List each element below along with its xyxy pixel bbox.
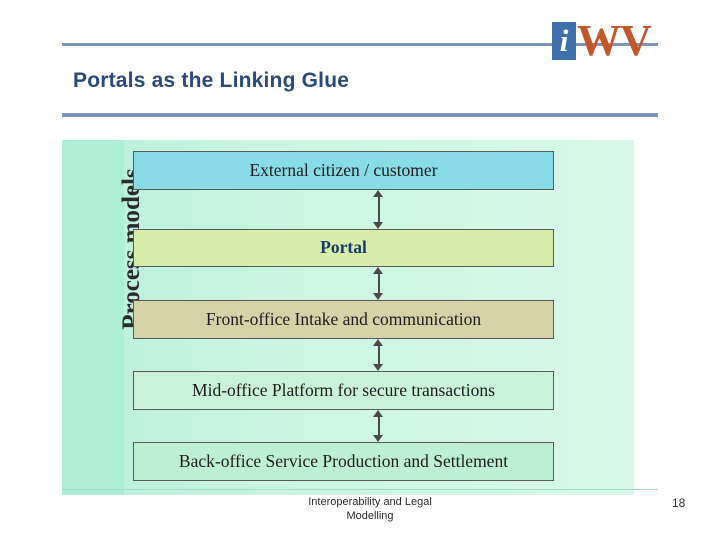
diagram-box-portal: Portal [133, 229, 554, 267]
diagram-box-front-office: Front-office Intake and communication [133, 300, 554, 339]
connector-external-to-portal-icon [372, 190, 385, 229]
diagram-box-external-citizen: External citizen / customer [133, 151, 554, 190]
header-divider [62, 43, 658, 46]
title-divider [62, 113, 658, 117]
footer-divider [62, 489, 658, 490]
page-number: 18 [672, 496, 686, 510]
diagram-box-back-office: Back-office Service Production and Settl… [133, 442, 554, 481]
connector-front-office-to-mid-office-icon [372, 339, 385, 371]
logo-wordmark: WV [577, 16, 652, 65]
diagram-box-mid-office: Mid-office Platform for secure transacti… [133, 371, 554, 410]
page-title: Portals as the Linking Glue [73, 69, 350, 92]
diagram-panel: Process models External citizen / custom… [62, 140, 634, 495]
logo-mark-icon: i [552, 22, 576, 60]
diagram-panel-accent [62, 140, 124, 495]
footer-line-2: Modelling [346, 509, 394, 522]
footer-text: Interoperability and Legal Modelling [260, 496, 480, 524]
connector-portal-to-front-office-icon [372, 267, 385, 300]
connector-mid-office-to-back-office-icon [372, 410, 385, 442]
logo: i WV [552, 16, 658, 65]
footer-line-1: Interoperability and Legal [308, 496, 432, 508]
